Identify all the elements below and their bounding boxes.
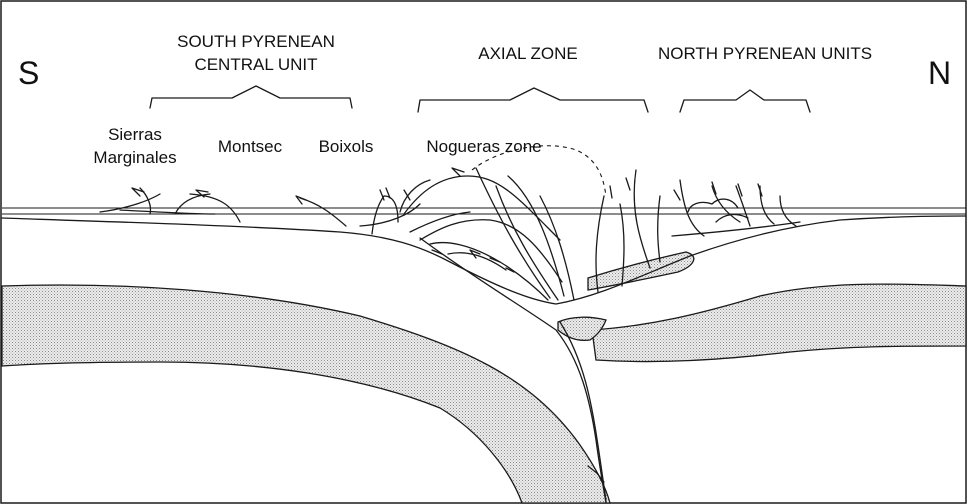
direction-south: S [18,55,39,91]
direction-north: N [928,55,951,91]
label-sierras: Sierras [108,125,162,144]
label-nogueras-zone: Nogueras zone [426,137,541,156]
label-marginales: Marginales [93,148,176,167]
label-boixols: Boixols [319,137,374,156]
label-south-pyrenean-line2: CENTRAL UNIT [194,55,317,74]
label-south-pyrenean-line1: SOUTH PYRENEAN [177,32,335,51]
label-north-pyrenean-units: NORTH PYRENEAN UNITS [658,44,872,63]
label-axial-zone: AXIAL ZONE [478,44,578,63]
label-montsec: Montsec [218,137,283,156]
